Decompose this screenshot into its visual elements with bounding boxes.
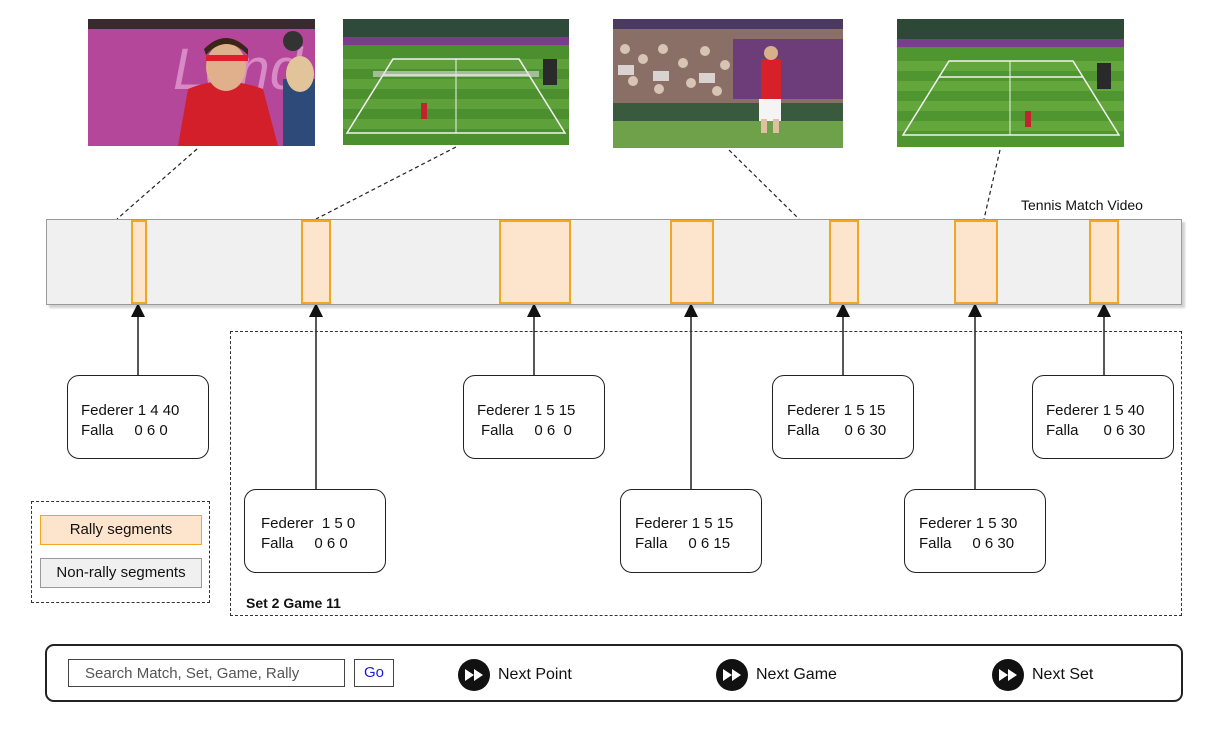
score-card: Federer 1 5 0 Falla 0 6 0 [244, 489, 386, 573]
score-line-federer: Federer 1 5 0 [261, 515, 356, 532]
fast-forward-icon [716, 659, 748, 691]
search-input[interactable] [68, 659, 345, 687]
rally-segment[interactable] [1089, 220, 1119, 304]
rally-segment[interactable] [131, 220, 147, 304]
score-line-federer: Federer 1 5 40 [1046, 402, 1145, 419]
score-line-federer: Federer 1 5 30 [919, 515, 1018, 532]
fast-forward-icon [458, 659, 490, 691]
next-point-label: Next Point [498, 666, 572, 683]
next-game-label: Next Game [756, 666, 837, 683]
score-line-falla: Falla 0 6 0 [81, 422, 168, 439]
score-line-falla: Falla 0 6 30 [787, 422, 887, 439]
score-card: Federer 1 5 40 Falla 0 6 30 [1032, 375, 1174, 459]
score-line-falla: Falla 0 6 30 [1046, 422, 1146, 439]
playback-controls: Go Next Point Next Game Next Set [45, 644, 1183, 702]
score-line-falla: Falla 0 6 15 [635, 535, 731, 552]
score-line-falla: Falla 0 6 0 [261, 535, 348, 552]
thumbnail-court-wide-2 [897, 19, 1124, 147]
video-timeline[interactable] [46, 219, 1182, 305]
score-line-federer: Federer 1 4 40 [81, 402, 180, 419]
score-line-federer: Federer 1 5 15 [635, 515, 734, 532]
fast-forward-icon [992, 659, 1024, 691]
score-card: Federer 1 5 30 Falla 0 6 30 [904, 489, 1046, 573]
score-card: Federer 1 5 15 Falla 0 6 0 [463, 375, 605, 459]
score-card: Federer 1 4 40 Falla 0 6 0 [67, 375, 209, 459]
legend-rally-segments: Rally segments [40, 515, 202, 545]
go-button[interactable]: Go [354, 659, 394, 687]
thumbnail-court-wide-1 [343, 19, 569, 145]
rally-segment[interactable] [954, 220, 998, 304]
legend: Rally segments Non-rally segments [31, 501, 210, 603]
set-game-group [230, 331, 1182, 616]
rally-segment[interactable] [829, 220, 859, 304]
rally-segment[interactable] [301, 220, 331, 304]
score-card: Federer 1 5 15 Falla 0 6 30 [772, 375, 914, 459]
thumbnail-player-closeup: Lond [88, 19, 315, 146]
rally-segment[interactable] [499, 220, 571, 304]
score-line-falla: Falla 0 6 0 [481, 422, 572, 439]
score-line-federer: Federer 1 5 15 [477, 402, 576, 419]
legend-non-rally-segments: Non-rally segments [40, 558, 202, 588]
score-line-federer: Federer 1 5 15 [787, 402, 886, 419]
rally-segment[interactable] [670, 220, 714, 304]
score-line-falla: Falla 0 6 30 [919, 535, 1015, 552]
score-card: Federer 1 5 15 Falla 0 6 15 [620, 489, 762, 573]
thumbnail-player-serving [613, 19, 843, 148]
set-game-label: Set 2 Game 11 [246, 595, 341, 611]
timeline-title: Tennis Match Video [1021, 197, 1143, 213]
next-set-label: Next Set [1032, 666, 1094, 683]
